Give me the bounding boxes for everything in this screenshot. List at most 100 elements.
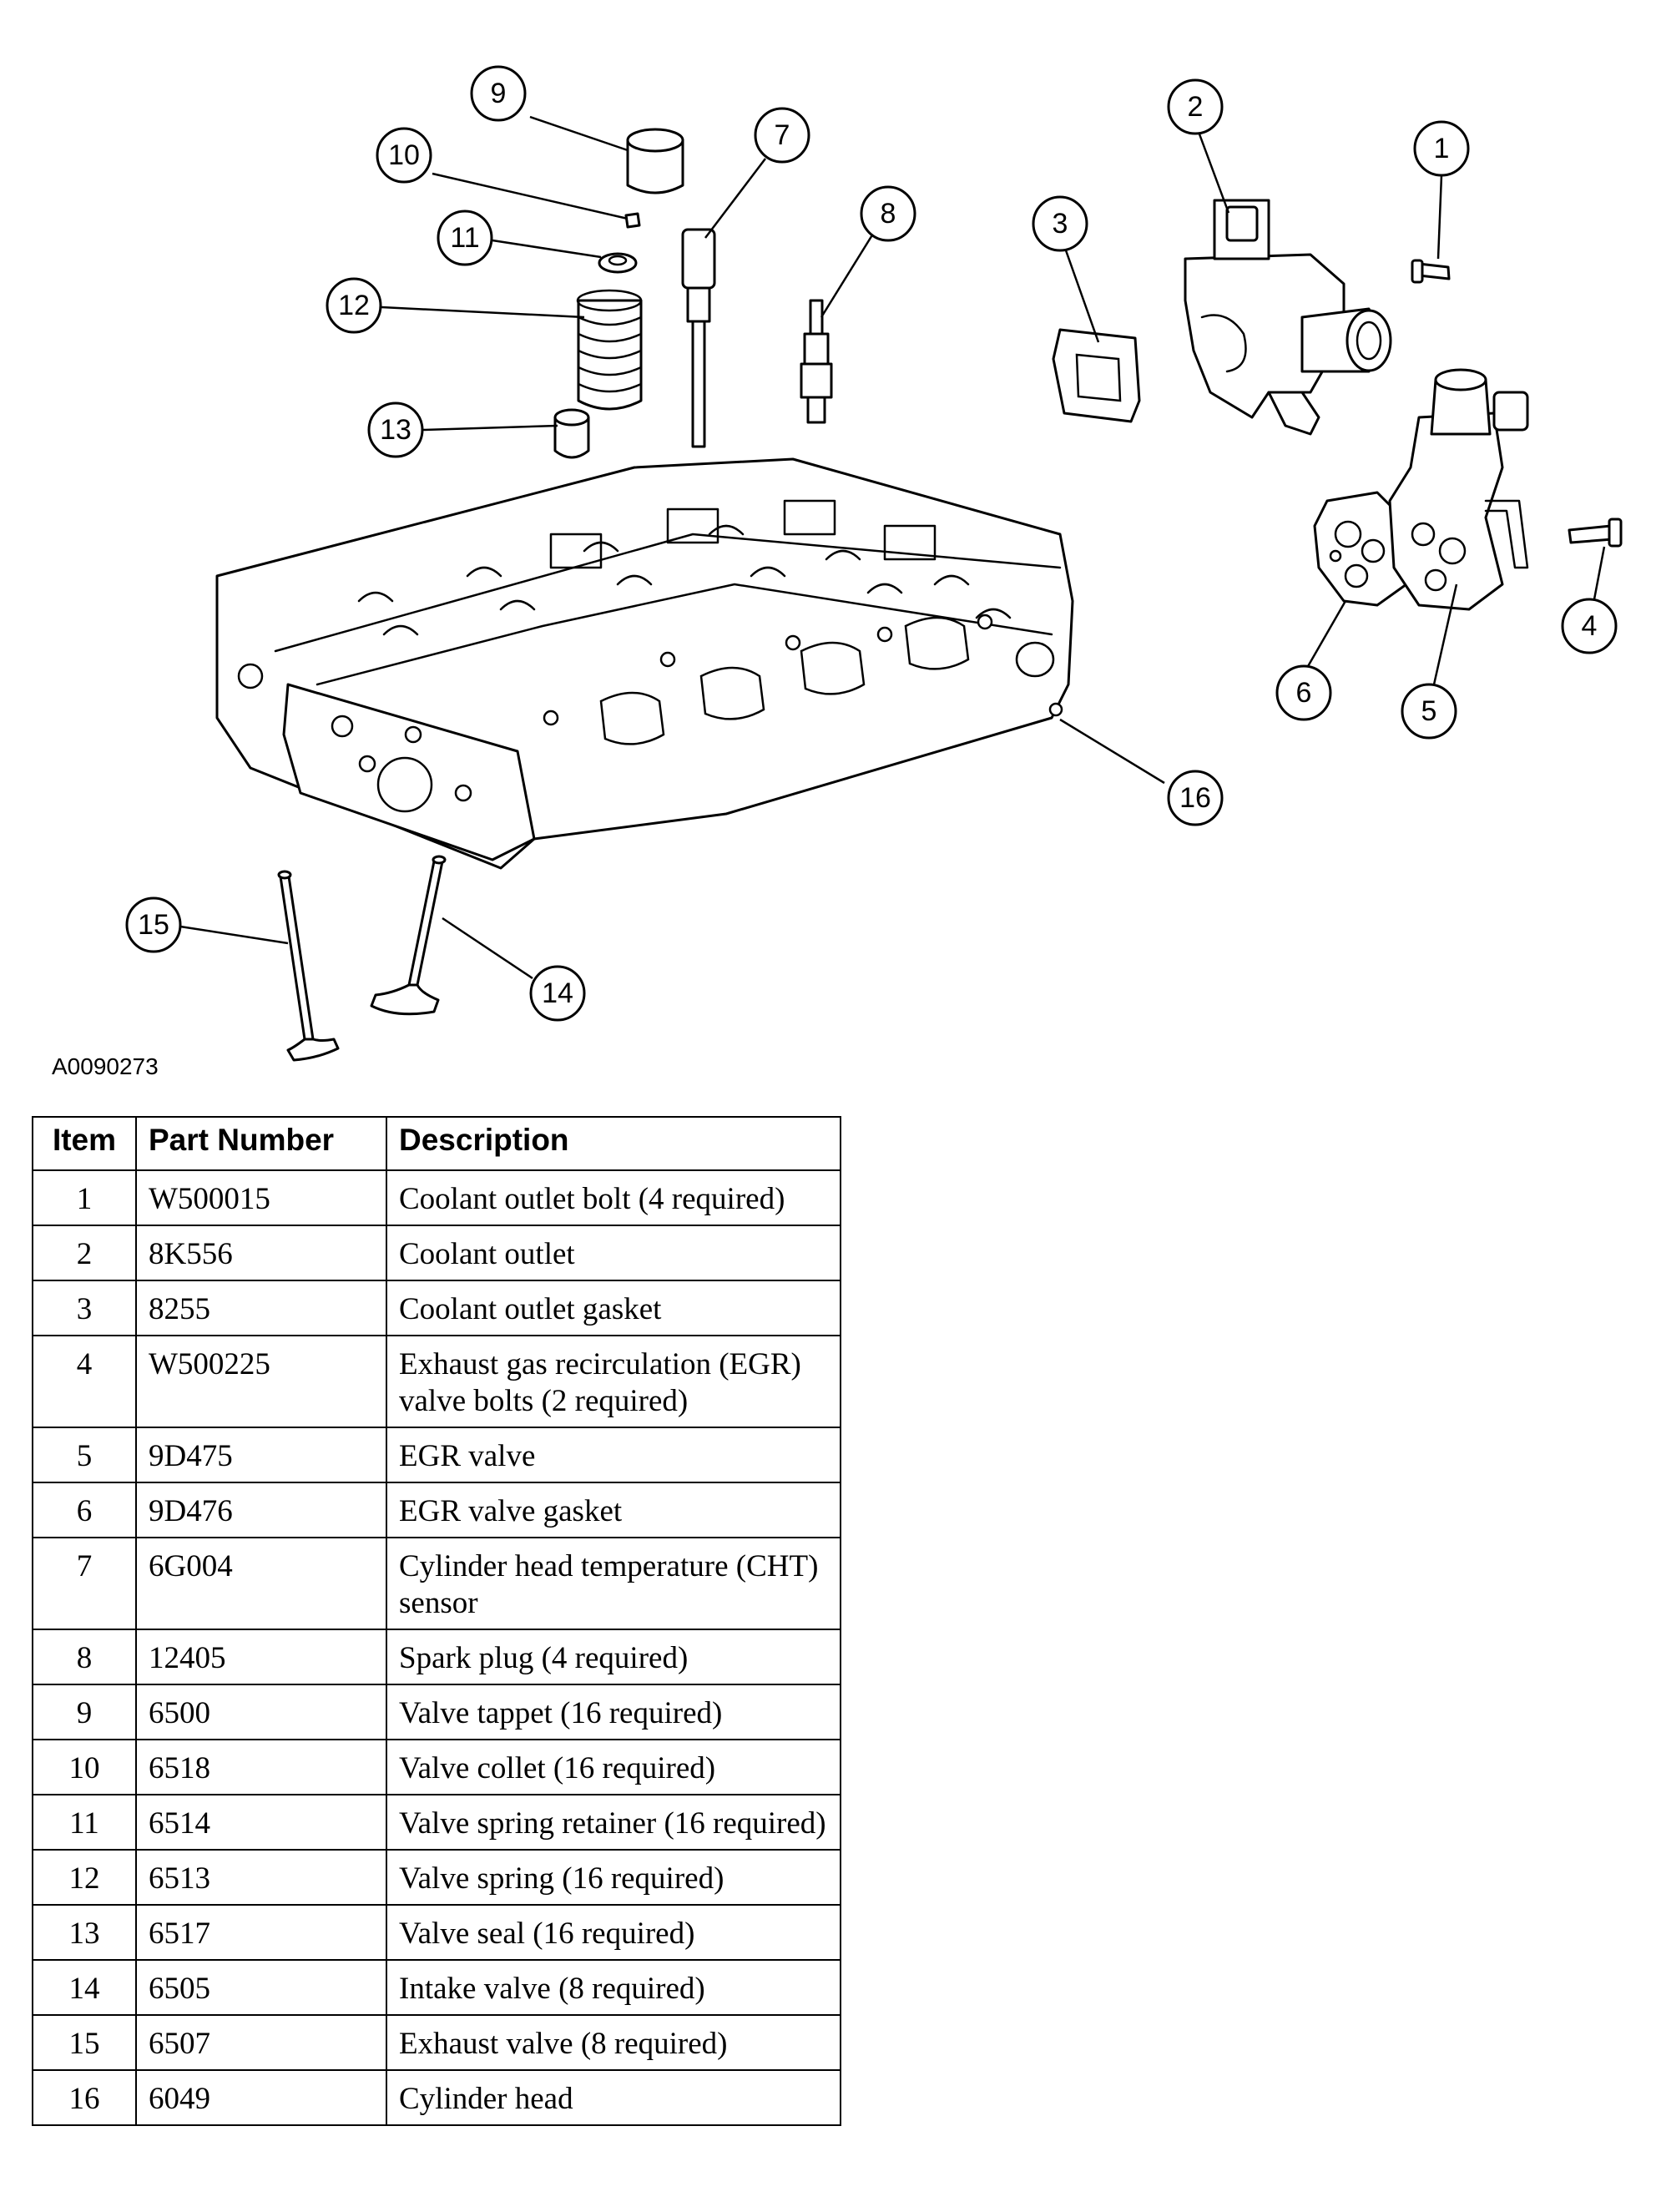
svg-text:9: 9 xyxy=(491,78,507,109)
cell-description: Intake valve (8 required) xyxy=(386,1959,841,2016)
cell-part-number: 6505 xyxy=(135,1959,387,2016)
cell-part-number: 6G004 xyxy=(135,1537,387,1630)
callout-8: 8 xyxy=(860,185,916,242)
callout-4: 4 xyxy=(1561,598,1618,654)
cell-item: 10 xyxy=(32,1739,137,1795)
cell-description: Cylinder head xyxy=(386,2069,841,2126)
callout-1: 1 xyxy=(1413,120,1470,177)
cell-description: Spark plug (4 required) xyxy=(386,1629,841,1685)
cell-description: Valve seal (16 required) xyxy=(386,1904,841,1961)
svg-text:10: 10 xyxy=(388,139,420,171)
cell-description: Cylinder head temperature (CHT) sensor xyxy=(386,1537,841,1630)
cell-description: Valve spring (16 required) xyxy=(386,1849,841,1906)
cell-part-number: 8K556 xyxy=(135,1225,387,1281)
cell-item: 5 xyxy=(32,1427,137,1483)
coolant-outlet-bolt-drawing xyxy=(1411,259,1451,284)
svg-text:13: 13 xyxy=(380,414,411,446)
svg-text:7: 7 xyxy=(775,119,790,151)
valve-tappet-drawing xyxy=(626,128,684,194)
cell-description: Valve spring retainer (16 required) xyxy=(386,1794,841,1851)
svg-text:5: 5 xyxy=(1421,695,1437,727)
svg-text:16: 16 xyxy=(1179,782,1211,814)
svg-text:8: 8 xyxy=(881,198,896,230)
cell-item: 4 xyxy=(32,1335,137,1428)
cell-description: Coolant outlet xyxy=(386,1225,841,1281)
cell-part-number: 12405 xyxy=(135,1629,387,1685)
cell-description: Valve tappet (16 required) xyxy=(386,1684,841,1740)
table-header-row: Item Part Number Description xyxy=(32,1116,841,1171)
svg-text:3: 3 xyxy=(1053,208,1068,240)
cell-part-number: W500225 xyxy=(135,1335,387,1428)
cell-item: 8 xyxy=(32,1629,137,1685)
cell-item: 9 xyxy=(32,1684,137,1740)
callout-13: 13 xyxy=(367,401,424,458)
cell-part-number: 6500 xyxy=(135,1684,387,1740)
valve-seal-drawing xyxy=(553,408,590,459)
cell-item: 3 xyxy=(32,1280,137,1336)
callout-6: 6 xyxy=(1275,664,1332,721)
cht-sensor-drawing xyxy=(681,228,716,448)
cell-description: Exhaust gas recirculation (EGR) valve bo… xyxy=(386,1335,841,1428)
cell-item: 14 xyxy=(32,1959,137,2016)
cell-part-number: 9D475 xyxy=(135,1427,387,1483)
cell-item: 7 xyxy=(32,1537,137,1630)
cell-part-number: 6514 xyxy=(135,1794,387,1851)
svg-text:11: 11 xyxy=(450,222,479,254)
svg-text:14: 14 xyxy=(542,977,573,1009)
cell-description: Coolant outlet gasket xyxy=(386,1280,841,1336)
cell-part-number: 6518 xyxy=(135,1739,387,1795)
diagram-code: A0090273 xyxy=(52,1053,159,1079)
cell-part-number: 9D476 xyxy=(135,1482,387,1538)
valve-spring-drawing xyxy=(576,289,643,411)
cell-description: EGR valve xyxy=(386,1427,841,1483)
cylinder-head-drawing xyxy=(215,457,1074,870)
svg-text:6: 6 xyxy=(1296,677,1312,709)
cell-part-number: 6507 xyxy=(135,2014,387,2071)
callout-16: 16 xyxy=(1167,770,1224,826)
valve-collet-drawing xyxy=(624,212,641,229)
header-description: Description xyxy=(386,1116,841,1171)
cell-part-number: W500015 xyxy=(135,1169,387,1226)
callout-3: 3 xyxy=(1032,195,1088,252)
cell-part-number: 6517 xyxy=(135,1904,387,1961)
cell-part-number: 8255 xyxy=(135,1280,387,1336)
cell-description: Coolant outlet bolt (4 required) xyxy=(386,1169,841,1226)
cell-item: 1 xyxy=(32,1169,137,1226)
callout-15: 15 xyxy=(125,896,182,953)
svg-text:15: 15 xyxy=(138,909,169,941)
cell-item: 11 xyxy=(32,1794,137,1851)
valve-spring-retainer-drawing xyxy=(598,252,638,274)
callout-10: 10 xyxy=(376,127,432,184)
svg-text:2: 2 xyxy=(1188,91,1204,123)
egr-valve-gasket-drawing xyxy=(1313,491,1408,607)
svg-text:4: 4 xyxy=(1582,610,1598,642)
cell-item: 6 xyxy=(32,1482,137,1538)
coolant-outlet-gasket-drawing xyxy=(1052,328,1141,423)
intake-valve-drawing xyxy=(370,855,447,1016)
cell-description: Valve collet (16 required) xyxy=(386,1739,841,1795)
cell-item: 15 xyxy=(32,2014,137,2071)
header-part-number: Part Number xyxy=(135,1116,387,1171)
callout-14: 14 xyxy=(529,965,586,1022)
callout-12: 12 xyxy=(326,277,382,334)
exploded-parts-diagram: 1 2 3 4 5 6 7 8 9 10 11 12 13 14 15 16 xyxy=(125,65,1623,1062)
cell-item: 12 xyxy=(32,1849,137,1906)
egr-valve-drawing xyxy=(1388,368,1529,611)
